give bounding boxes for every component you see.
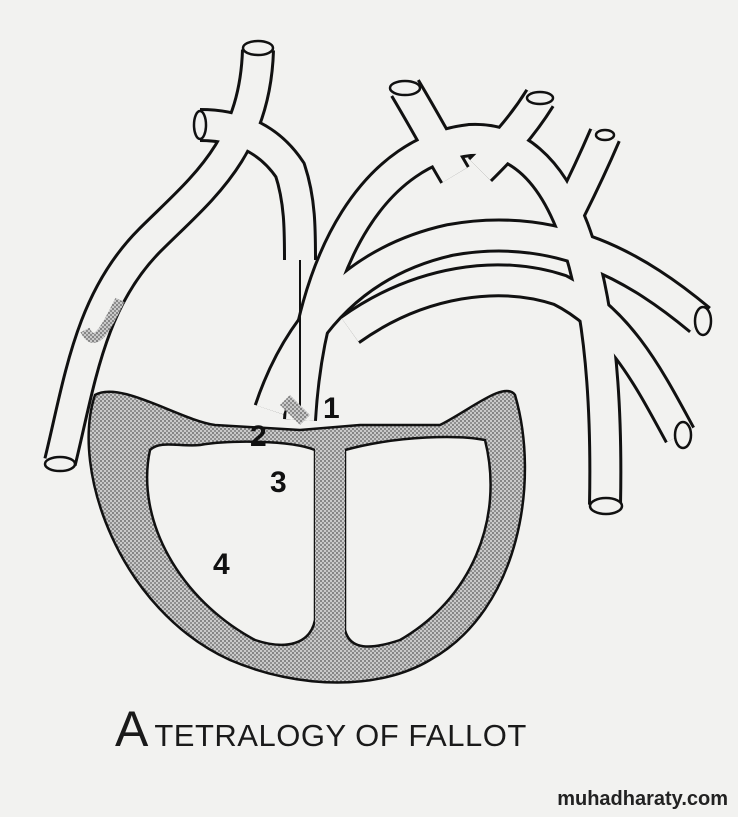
vessels — [43, 39, 713, 516]
label-1: 1 — [323, 392, 340, 425]
left-ventricle-chamber — [343, 435, 492, 648]
label-2: 2 — [250, 420, 267, 453]
label-4: 4 — [213, 548, 230, 581]
septum — [315, 440, 345, 650]
figure-letter: A — [115, 701, 149, 757]
label-3: 3 — [270, 466, 287, 499]
figure-title-text: TETRALOGY OF FALLOT — [154, 718, 527, 753]
ventricles — [87, 389, 527, 684]
right-ventricle-chamber — [145, 440, 317, 647]
watermark: muhadharaty.com — [557, 788, 728, 810]
